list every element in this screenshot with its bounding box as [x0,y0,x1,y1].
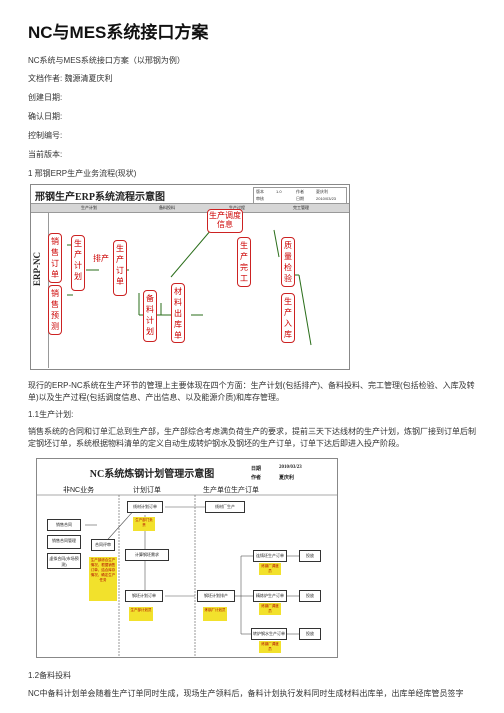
node-caster-order: 连铸坯生产订单 [253,550,287,562]
meta-author-label: 作者 [296,189,304,194]
page-title: NC与MES系统接口方案 [28,23,209,42]
doc-subtitle: NC系统与MES系统接口方案（以邢钢为例） [28,56,185,65]
node-release-3: 投放 [299,628,321,640]
node-billet-scheduling: 钢坯计划排产 [197,590,235,602]
node-release-2: 投放 [299,590,321,602]
node-refining-order: 精炼炉生产订单 [253,590,287,602]
note-plan-officer: 生产部计划员 [129,607,153,621]
node-contract-review: 合同评审 [91,539,115,551]
section-heading-1: 1 邢钢ERP生产业务流程(现状) [28,169,137,178]
node-material-plan: 备料计划 [143,290,157,342]
lane-material: 备料投料 [159,205,175,210]
node-production-complete: 生产完工 [237,237,251,287]
note-dispatcher-1: 炼钢厂调度员 [259,563,281,575]
nc-plan-date: 2010/03/23 [279,465,302,470]
nc-plan-title: NC系统炼钢计划管理示意图 [89,469,215,480]
paragraph-material: NC中备料计划单会随着生产订单同时生成，现场生产领料后，备料计划执行发料同时生成… [28,689,464,698]
section-heading-1-1: 1.1生产计划: [28,410,74,419]
lane-completion: 完工管理 [293,205,309,210]
node-production-plan: 生产计划 [71,235,85,291]
node-sales-order: 销售订单 [48,233,62,283]
node-sales-forecast: 销售预测 [48,285,62,335]
note-steel-plan-officer: 炼钢厂计划员 [203,607,227,621]
node-contract-mgmt: 销售合同管理 [47,535,81,549]
lane-header-band: 生产计划 备料投料 生产过程 完工管理 [31,203,349,213]
paragraph-production-plan: 销售系统的合同和订单汇总到生产部，生产部综合考虑满负荷生产的要求，提前三天下达线… [28,427,476,448]
nc-plan-connectors [37,494,337,657]
nc-plan-date-label: 日期 [251,467,262,472]
meta-version-value: 1.0 [276,189,282,194]
paragraph-erp-overview: 现行的ERP-NC系统在生产环节的管理上主要体现在四个方面：生产计划(包括排产)… [28,381,475,402]
doc-created-date: 创建日期: [28,93,63,102]
note-production-dept: 生产部综合生产情况，根据销售订单，结合库存情况，确定生产任务 [89,557,117,601]
lane-production-plan: 生产计划 [81,205,97,210]
erp-flow-title: 邢钢生产ERP系统流程示意图 [35,192,165,203]
note-dispatcher-3: 炼钢厂调度员 [259,641,281,653]
meta-version-label: 版本 [256,189,264,194]
node-stock-in: 生产入库 [281,293,295,343]
node-converter-order: 转炉钢水生产订单 [251,628,287,640]
col-non-nc: 非NC业务 [63,487,95,494]
meta-author-value: 夏庆利 [316,189,328,194]
col-plan-order: 计划订单 [133,487,161,494]
meta-review-label: 审核 [256,196,264,201]
doc-control-number: 控制编号: [28,131,63,140]
node-virtual-contract: 虚拟合同(市场预测) [47,553,81,569]
doc-author: 文档作者: 魏源清夏庆利 [28,74,113,83]
doc-version: 当前版本: [28,150,63,159]
meta-date-label: 日期 [296,196,304,201]
col-unit-order: 生产单位生产订单 [203,487,259,494]
node-quality-check: 质量检验 [281,237,295,287]
erp-flow-diagram: 邢钢生产ERP系统流程示意图 版本 1.0 作者 夏庆利 审核 日期 2010/… [30,184,350,370]
node-schedule: 排产 [93,254,109,263]
node-dispatch-info: 生产调度信息 [207,209,243,233]
nc-steel-plan-diagram: NC系统炼钢计划管理示意图 日期 2010/03/23 作者 夏庆利 非NC业务… [36,458,338,658]
node-wire-mill-order: 线材厂生产 [205,501,245,513]
doc-confirmed-date: 确认日期: [28,112,63,121]
node-sales-contract: 销售合同 [47,519,81,531]
node-release-1: 投放 [299,550,321,562]
section-heading-1-2: 1.2备料投料 [28,671,72,680]
node-production-order: 生产订单 [113,240,127,296]
node-billet-plan-order: 钢坯计划订单 [125,590,163,602]
node-calc-billet-demand: 计算钢坯需求 [125,549,169,561]
meta-date-value: 2010/03/23 [316,196,337,201]
nc-plan-author-label: 作者 [251,476,262,481]
note-dispatcher-2: 炼钢厂调度员 [259,603,281,615]
node-wire-plan-order: 线材计划订单 [127,501,163,513]
node-material-issue: 材料出库单 [171,283,185,343]
note-dept-in-charge: 生产部门负责 [133,517,155,531]
lane-process: 生产过程 [229,205,245,210]
nc-plan-author: 夏庆利 [279,476,295,481]
